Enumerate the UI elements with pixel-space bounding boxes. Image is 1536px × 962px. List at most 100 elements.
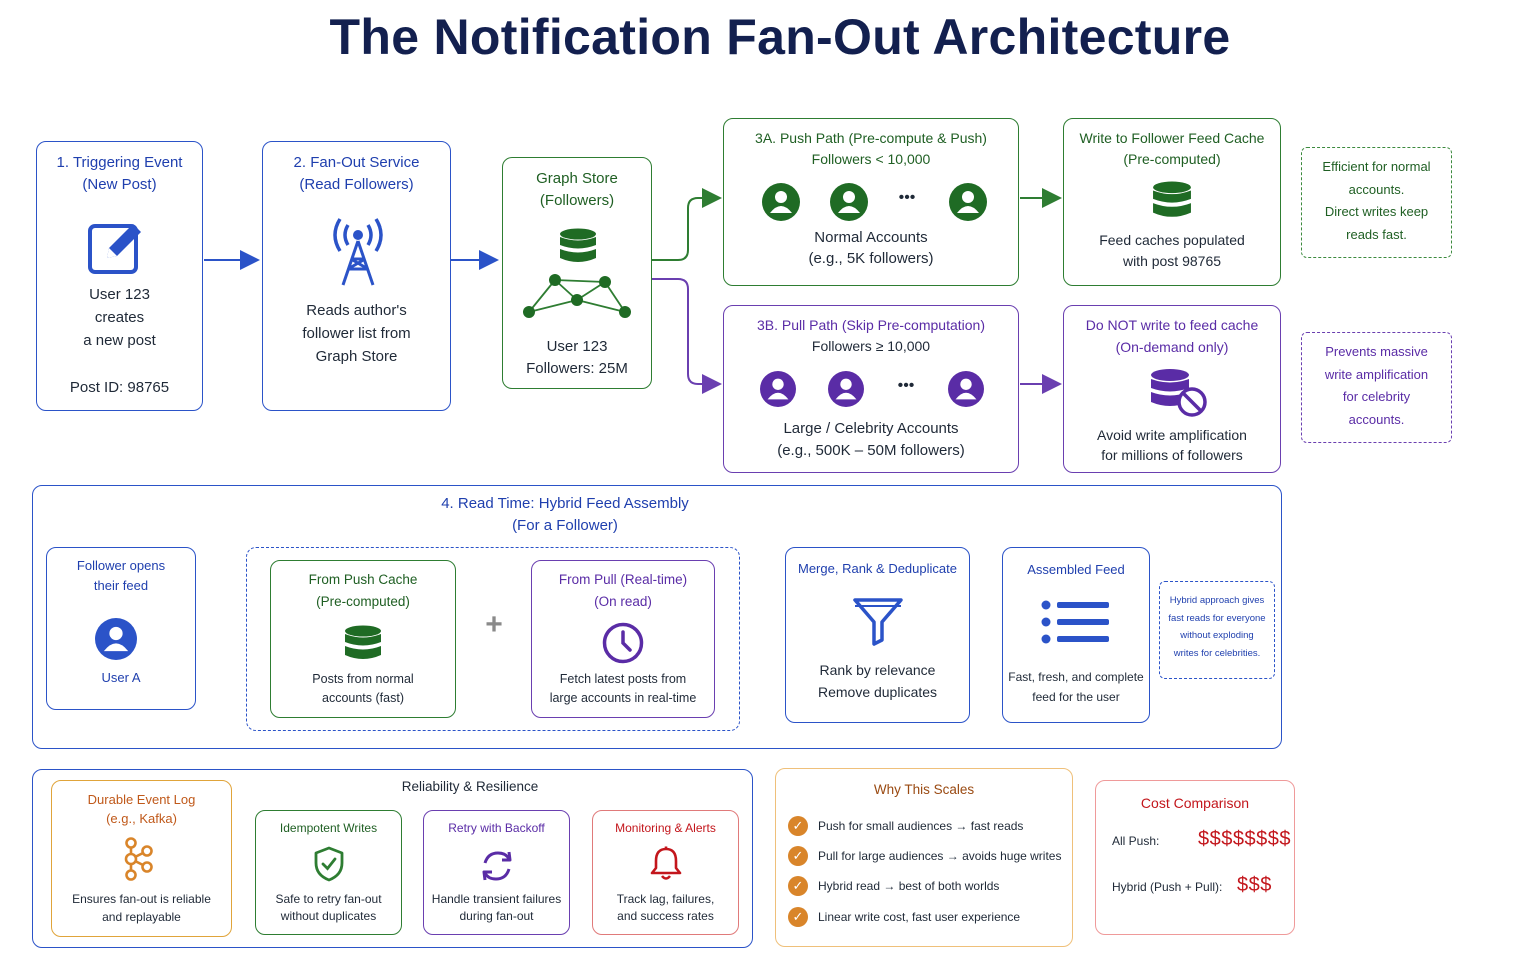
trigger-line3: a new post [83,332,156,349]
idempotent-box: Idempotent Writes Safe to retry fan-out … [255,810,402,935]
read-subtitle: (For a Follower) [512,517,618,534]
push-path-box: 3A. Push Path (Pre-compute & Push) Follo… [723,118,1019,286]
push-line2: (e.g., 5K followers) [808,250,934,267]
source-push-subtitle: (Pre-computed) [316,594,410,609]
source-pull-subtitle: (On read) [594,594,652,609]
why-box: Why This Scales ✓ Push for small audience… [775,768,1073,947]
hybrid-note-box: Hybrid approach gives fast reads for eve… [1159,581,1275,679]
trigger-line1: User 123 [89,286,150,303]
monitor-line1: Track lag, failures, [616,892,715,906]
pull-note-line1: Prevents massive [1325,344,1428,359]
cost-row2-value: $$$ [1237,874,1272,896]
push-note-line1: Efficient for normal [1322,159,1431,174]
check-icon: ✓ [788,907,808,927]
clock-icon [602,622,644,664]
user-icon [828,371,864,407]
database-icon [345,625,381,659]
pull-cache-line1: Avoid write amplification [1097,427,1247,443]
user-icon [830,183,868,221]
pull-ellipsis: ••• [897,377,915,394]
log-subtitle: (e.g., Kafka) [106,811,177,826]
push-cache-line2: with post 98765 [1122,253,1222,269]
graph-title: Graph Store [536,170,618,187]
log-line1: Ensures fan-out is reliable [72,892,211,906]
source-push-line2: accounts (fast) [322,691,404,705]
source-pull-title: From Pull (Real-time) [558,572,688,587]
pull-path-box: 3B. Pull Path (Skip Pre-computation) Fol… [723,305,1019,473]
graph-box: Graph Store (Followers) User 123 Followe… [502,157,652,389]
why-item-text: Linear write cost, fast user experience [818,910,1021,924]
retry-line2: during fan-out [459,909,534,923]
refresh-icon [482,851,512,881]
assembled-title: Assembled Feed [1027,562,1125,577]
edit-icon [88,224,141,274]
trigger-title: 1. Triggering Event [56,154,183,171]
hybrid-note-line4: writes for celebrities. [1173,648,1261,659]
push-title: 3A. Push Path (Pre-compute & Push) [755,130,987,146]
event-log-box: Durable Event Log (e.g., Kafka) Ensures … [51,780,232,937]
why-item: ✓ Linear write cost, fast user experience [788,905,1020,929]
merge-line2: Remove duplicates [817,684,938,700]
pull-subtitle: Followers ≥ 10,000 [811,338,931,354]
cost-row1-value: $$$$$$$$ [1198,828,1291,850]
fanout-line2: follower list from [302,325,411,342]
source-pull-line2: large accounts in real-time [549,691,697,705]
check-icon: ✓ [788,816,808,836]
kafka-icon [124,837,153,881]
page-title: The Notification Fan-Out Architecture [329,9,1231,65]
user-icon [762,183,800,221]
graph-line1: User 123 [546,338,608,355]
pull-note-box: Prevents massive write amplification for… [1301,332,1452,443]
why-item: ✓Hybrid read → best of both worlds [788,874,999,898]
user-icon [948,371,984,407]
push-cache-subtitle: (Pre-computed) [1123,151,1221,167]
retry-title: Retry with Backoff [448,821,545,835]
arrow-graph-to-pull [652,278,722,394]
source-push-title: From Push Cache [308,572,418,587]
fanout-title: 2. Fan-Out Service [293,154,420,171]
pull-note-line2: write amplification [1324,367,1429,382]
follower-subtitle: their feed [93,578,149,593]
fanout-line3: Graph Store [315,348,398,365]
user-icon [95,618,137,660]
graph-subtitle: (Followers) [539,192,615,209]
bell-icon [650,846,682,880]
read-title: 4. Read Time: Hybrid Feed Assembly [441,495,689,512]
pull-cache-subtitle: (On-demand only) [1115,339,1229,355]
push-line1: Normal Accounts [814,229,928,246]
arrow-graph-to-push [652,188,722,261]
idem-title: Idempotent Writes [279,821,378,835]
database-icon [1153,181,1191,217]
pull-note-line3: for celebrity [1342,389,1411,404]
cost-row1-label: All Push: [1112,834,1160,848]
trigger-subtitle: (New Post) [82,176,157,193]
log-line2: and replayable [102,910,181,924]
assembled-line2: feed for the user [1032,690,1120,704]
assembled-box: Assembled Feed Fast, fresh, and complete… [1002,547,1150,723]
trigger-box: 1. Triggering Event (New Post) User 123 … [36,141,203,411]
plus-sign: + [485,608,503,641]
pull-line2: (e.g., 500K – 50M followers) [777,442,965,459]
pull-cache-box: Do NOT write to feed cache (On-demand on… [1063,305,1281,473]
push-cache-line1: Feed caches populated [1099,232,1245,248]
shield-check-icon [314,846,344,882]
merge-box: Merge, Rank & Deduplicate Rank by releva… [785,547,970,723]
source-push-line1: Posts from normal [312,672,414,686]
cost-box: Cost Comparison All Push: $$$$$$$$ Hybri… [1095,780,1295,935]
push-note-line3: Direct writes keep [1324,204,1429,219]
pull-title: 3B. Pull Path (Skip Pre-computation) [757,317,985,333]
fanout-line1: Reads author's [306,302,407,319]
funnel-icon [853,598,903,646]
push-subtitle: Followers < 10,000 [811,151,931,167]
merge-title: Merge, Rank & Deduplicate [798,561,957,576]
list-icon [1041,600,1109,644]
hybrid-note-line1: Hybrid approach gives [1169,595,1265,606]
why-title: Why This Scales [873,782,975,797]
pull-line1: Large / Celebrity Accounts [783,420,959,437]
network-graph-icon [523,274,631,318]
retry-line1: Handle transient failures [431,892,562,906]
follower-box: Follower opens their feed User A [46,547,196,710]
why-item-text: Push for small audiences → fast reads [818,819,1024,833]
log-title: Durable Event Log [87,792,196,807]
trigger-line2: creates [94,309,145,326]
